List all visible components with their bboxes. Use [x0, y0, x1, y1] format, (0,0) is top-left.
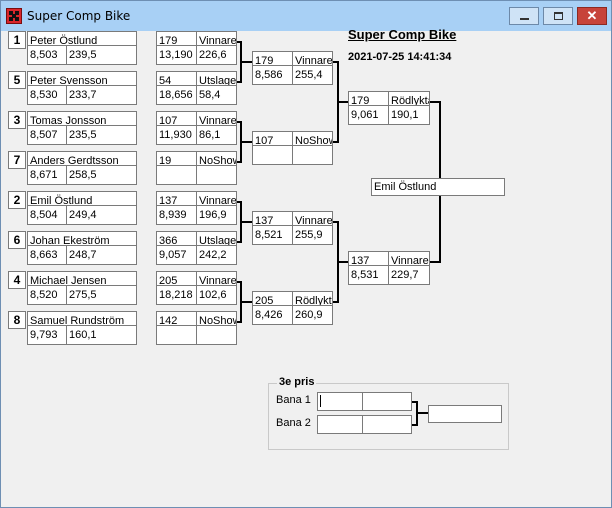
bracket-line — [237, 281, 241, 283]
close-icon: ✕ — [586, 8, 598, 23]
time-field[interactable]: 11,930 — [156, 125, 200, 145]
seed-number: 2 — [8, 191, 26, 209]
seed-number: 3 — [8, 111, 26, 129]
seed-number: 4 — [8, 271, 26, 289]
kmh-field[interactable]: 260,9 — [292, 305, 333, 325]
kmh-field[interactable]: 196,9 — [196, 205, 237, 225]
bracket-line — [412, 424, 417, 426]
bracket-line — [337, 101, 348, 103]
reaction-field[interactable]: 8,671 — [27, 165, 71, 185]
kmh-field[interactable]: 58,4 — [196, 85, 237, 105]
bracket-line — [237, 321, 241, 323]
bracket-line — [240, 221, 252, 223]
bracket-line — [240, 141, 252, 143]
time-field[interactable] — [156, 165, 200, 185]
reaction-field[interactable]: 8,504 — [27, 205, 71, 225]
bracket-line — [237, 241, 241, 243]
time-field[interactable]: 18,656 — [156, 85, 200, 105]
kmh-field[interactable]: 255,9 — [292, 225, 333, 245]
maximize-icon — [554, 12, 563, 20]
bracket-line — [430, 101, 440, 103]
lane-2-name-field[interactable] — [317, 415, 366, 434]
speed-field[interactable]: 235,5 — [66, 125, 137, 145]
event-title: Super Comp Bike — [348, 27, 457, 42]
seed-number: 5 — [8, 71, 26, 89]
lane-2-label: Bana 2 — [276, 417, 311, 429]
kmh-field[interactable] — [292, 145, 333, 165]
window-title: Super Comp Bike — [27, 9, 131, 23]
time-field[interactable]: 8,586 — [252, 65, 296, 85]
lane-2-result-field[interactable] — [362, 415, 412, 434]
reaction-field[interactable]: 8,507 — [27, 125, 71, 145]
time-field[interactable]: 8,426 — [252, 305, 296, 325]
reaction-field[interactable]: 8,530 — [27, 85, 71, 105]
close-button[interactable]: ✕ — [577, 7, 607, 25]
time-field[interactable]: 8,521 — [252, 225, 296, 245]
seed-number: 6 — [8, 231, 26, 249]
time-field[interactable]: 18,218 — [156, 285, 200, 305]
time-field[interactable]: 9,057 — [156, 245, 200, 265]
kmh-field[interactable]: 102,6 — [196, 285, 237, 305]
speed-field[interactable]: 275,5 — [66, 285, 137, 305]
time-field[interactable] — [252, 145, 296, 165]
winner-field[interactable]: Emil Östlund — [371, 178, 505, 196]
bracket-line — [237, 81, 241, 83]
seed-number: 7 — [8, 151, 26, 169]
title-bar[interactable]: Super Comp Bike ✕ — [1, 1, 611, 31]
third-place-title: 3e pris — [277, 376, 317, 388]
time-field[interactable]: 9,061 — [348, 105, 392, 125]
reaction-field[interactable]: 8,663 — [27, 245, 71, 265]
lane-1-label: Bana 1 — [276, 394, 311, 406]
seed-number: 1 — [8, 31, 26, 49]
time-field[interactable]: 13,190 — [156, 45, 200, 65]
speed-field[interactable]: 160,1 — [66, 325, 137, 345]
speed-field[interactable]: 249,4 — [66, 205, 137, 225]
bracket-line — [337, 261, 348, 263]
bracket-line — [240, 61, 252, 63]
time-field[interactable]: 8,939 — [156, 205, 200, 225]
bracket-line — [237, 121, 241, 123]
speed-field[interactable]: 239,5 — [66, 45, 137, 65]
app-icon — [6, 8, 22, 24]
kmh-field[interactable]: 242,2 — [196, 245, 237, 265]
speed-field[interactable]: 233,7 — [66, 85, 137, 105]
third-place-winner-field[interactable] — [428, 405, 502, 423]
text-cursor — [320, 395, 321, 407]
speed-field[interactable]: 258,5 — [66, 165, 137, 185]
bracket-line — [237, 161, 241, 163]
time-field[interactable] — [156, 325, 200, 345]
kmh-field[interactable]: 255,4 — [292, 65, 333, 85]
bracket-area: Super Comp Bike 2021-07-25 14:41:34 1 Pe… — [4, 27, 608, 505]
bracket-line — [240, 301, 252, 303]
lane-1-result-field[interactable] — [362, 392, 412, 411]
bracket-line — [430, 261, 440, 263]
kmh-field[interactable]: 226,6 — [196, 45, 237, 65]
bracket-line — [333, 221, 338, 223]
bracket-line — [416, 412, 428, 414]
kmh-field[interactable]: 190,1 — [388, 105, 430, 125]
bracket-line — [412, 401, 417, 403]
speed-field[interactable]: 248,7 — [66, 245, 137, 265]
bracket-line — [237, 41, 241, 43]
maximize-button[interactable] — [543, 7, 573, 25]
seed-number: 8 — [8, 311, 26, 329]
reaction-field[interactable]: 8,503 — [27, 45, 71, 65]
lane-1-name-field[interactable] — [317, 392, 366, 411]
bracket-line — [237, 201, 241, 203]
kmh-field[interactable]: 86,1 — [196, 125, 237, 145]
kmh-field[interactable] — [196, 325, 237, 345]
minimize-icon — [520, 18, 529, 20]
bracket-line — [333, 61, 338, 63]
reaction-field[interactable]: 8,520 — [27, 285, 71, 305]
minimize-button[interactable] — [509, 7, 539, 25]
bracket-line — [333, 141, 338, 143]
bracket-line — [333, 301, 338, 303]
third-place-group: 3e pris Bana 1 Bana 2 — [268, 376, 509, 450]
time-field[interactable]: 8,531 — [348, 265, 392, 285]
event-datetime: 2021-07-25 14:41:34 — [348, 51, 452, 63]
kmh-field[interactable] — [196, 165, 237, 185]
kmh-field[interactable]: 229,7 — [388, 265, 430, 285]
reaction-field[interactable]: 9,793 — [27, 325, 71, 345]
